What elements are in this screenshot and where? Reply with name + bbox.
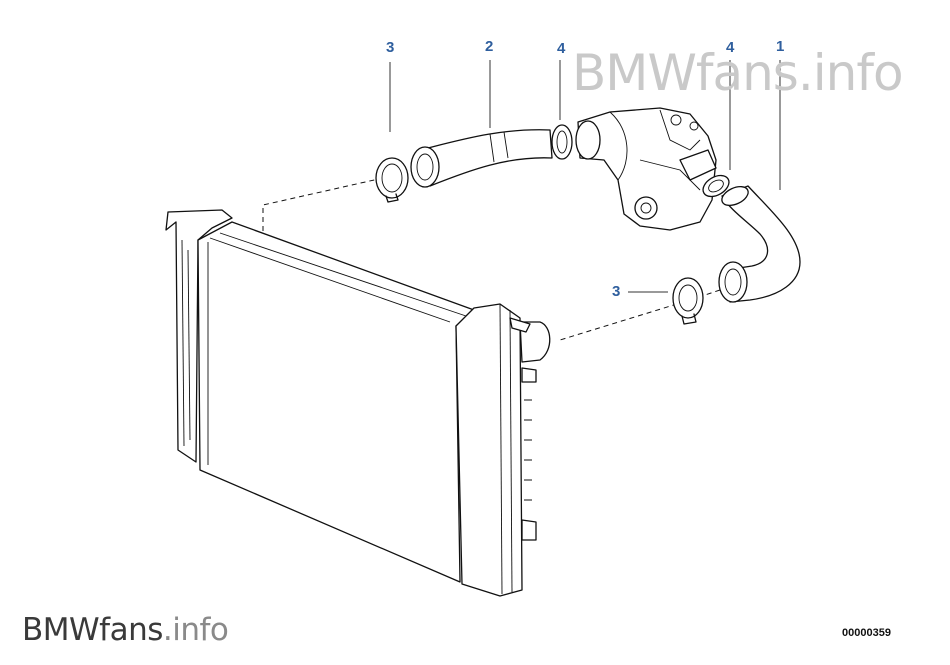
watermark-top-brand: BMWfans [572, 44, 799, 102]
callout-upper-hose: 2 [485, 38, 494, 55]
upper-hose [410, 129, 553, 188]
leader-lines [389, 60, 781, 293]
watermark-top-tld: .info [797, 44, 904, 102]
watermark-bottom: BMWfans.info [22, 612, 229, 648]
watermark-top: BMWfans.info [572, 44, 904, 102]
lower-hose [718, 185, 801, 303]
hose-clamp-upper [551, 124, 573, 160]
radiator [165, 209, 551, 597]
hose-clamp-lower [672, 277, 704, 325]
callout-clamp-left: 3 [386, 39, 395, 56]
hose-clamp-left [375, 157, 409, 203]
hose-clamp-right [702, 174, 730, 198]
callout-clamp-lower: 3 [612, 283, 621, 300]
watermark-bottom-tld: .info [162, 612, 229, 648]
callout-clamp-upper: 4 [557, 40, 566, 57]
drawing-number: 00000359 [842, 627, 891, 639]
callout-lower-hose: 1 [776, 38, 785, 55]
callout-clamp-right: 4 [726, 39, 735, 56]
thermostat-housing [575, 107, 717, 231]
watermark-bottom-brand: BMWfans [22, 612, 163, 648]
